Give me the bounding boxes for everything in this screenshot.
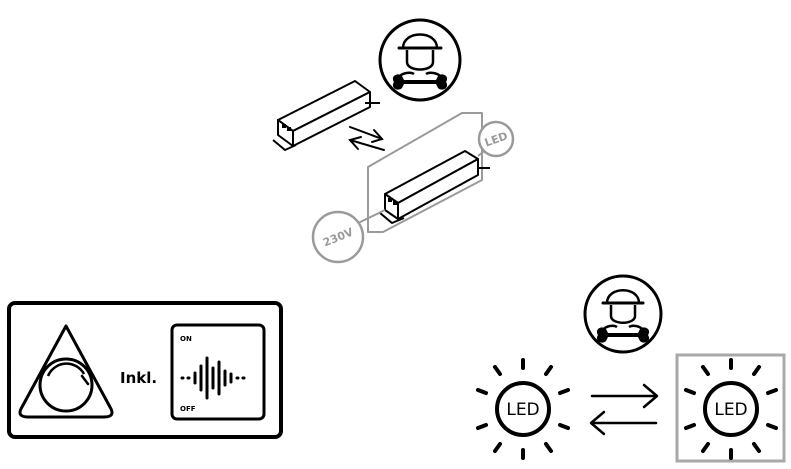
inkl-label: Inkl. [120,369,157,387]
led-sun-rays-left [476,358,570,460]
dimmer-knob-icon [18,324,114,419]
dimmer-panel: Inkl. ON OFF [7,301,283,439]
swap-arrows-bulbs-icon [589,383,659,436]
led-driver-bottom [379,150,490,224]
led-bulb-left: LED [476,358,570,460]
technician-bottom-icon [583,274,663,354]
technician-top-icon [378,18,462,102]
switch-off-label: OFF [180,405,196,413]
led-connector-icon: LED [477,120,515,158]
switch-on-label: ON [180,335,192,343]
led-driver-top [272,80,380,151]
mains-230v-icon: 230V [311,210,365,264]
swap-arrows-drivers-icon [348,126,385,151]
led-bulb-right-label: LED [714,400,747,420]
on-off-switch-icon: ON OFF [170,323,266,421]
led-bulb-right: LED [684,358,778,460]
led-bulb-left-label: LED [506,400,539,420]
sound-wave-icon [180,356,246,400]
replacement-highlight-box [675,353,786,463]
led-sun-rays-right [684,358,778,460]
installation-outline [367,112,483,233]
